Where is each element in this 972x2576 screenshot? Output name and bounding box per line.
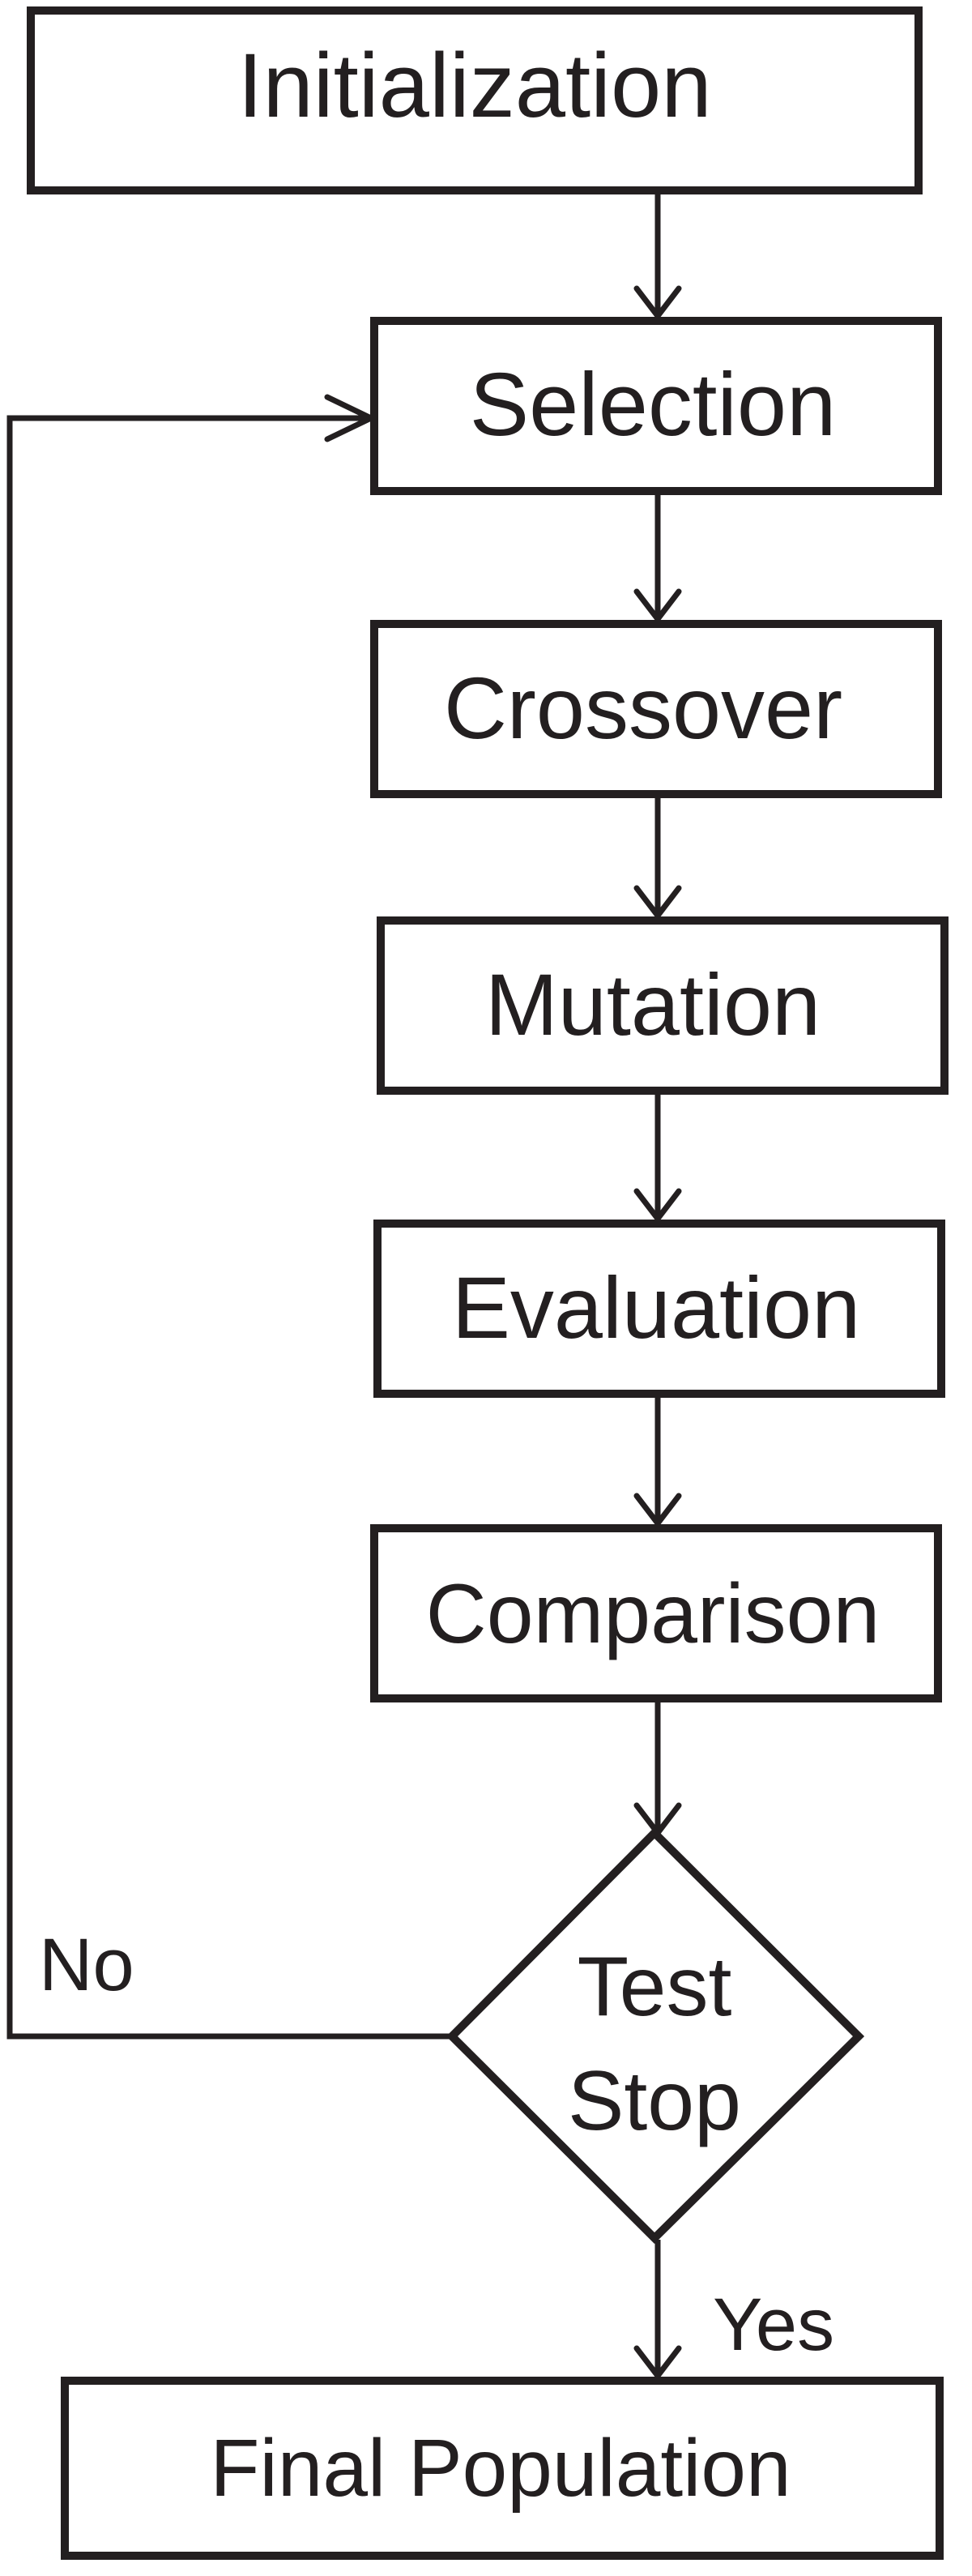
edge-label-yes: Yes — [713, 2283, 834, 2366]
test-stop-label-line1: Test — [578, 1940, 732, 2034]
node-crossover: Crossover — [370, 620, 942, 798]
node-comparison: Comparison — [370, 1524, 942, 1702]
comparison-box — [370, 1524, 942, 1702]
evaluation-box — [373, 1220, 945, 1398]
node-final-population: Final Population — [61, 2377, 944, 2560]
node-initialization: Initialization — [27, 6, 923, 194]
final-population-box — [61, 2377, 944, 2560]
edge-no-loop-to-selection — [6, 415, 450, 2040]
arrowhead-mutation — [633, 885, 682, 919]
selection-label: Selection — [470, 355, 837, 455]
arrowhead-final-population — [633, 2345, 682, 2379]
test-stop-diamond — [446, 1826, 865, 2245]
arrowhead-evaluation — [633, 1188, 682, 1222]
edge-label-no: No — [39, 1924, 134, 2006]
node-mutation: Mutation — [377, 916, 949, 1095]
selection-box — [370, 317, 942, 495]
mutation-box — [377, 916, 949, 1095]
arrowhead-selection — [633, 285, 682, 319]
test-stop-label-line2: Stop — [568, 2054, 741, 2148]
crossover-box — [370, 620, 942, 798]
comparison-label: Comparison — [426, 1567, 880, 1661]
crossover-label: Crossover — [444, 659, 842, 757]
final-population-label: Final Population — [210, 2423, 791, 2514]
arrowhead-comparison — [633, 1493, 682, 1527]
arrowhead-crossover — [633, 588, 682, 622]
mutation-label: Mutation — [485, 955, 821, 1053]
initialization-box — [27, 6, 923, 194]
node-test-stop: Test Stop — [446, 1826, 865, 2245]
initialization-label: Initialization — [237, 35, 711, 136]
node-evaluation: Evaluation — [373, 1220, 945, 1398]
evaluation-label: Evaluation — [452, 1258, 860, 1356]
node-selection: Selection — [370, 317, 942, 495]
